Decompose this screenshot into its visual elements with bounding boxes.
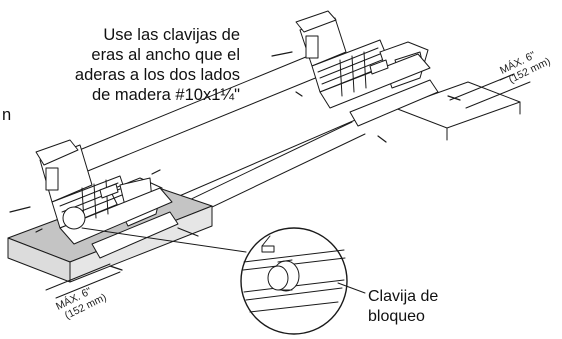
dimension-marker-right bbox=[449, 73, 531, 109]
callout-label: Clavija de bloqueo bbox=[368, 287, 438, 327]
callout-label-line1: Clavija de bbox=[368, 288, 439, 305]
instruction-line: Use las clavijas de bbox=[103, 26, 240, 44]
magnified-detail bbox=[240, 227, 348, 335]
instruction-line: de madera #10x1¼" bbox=[91, 86, 240, 104]
right-wood-board bbox=[394, 81, 521, 141]
instruction-line: n bbox=[2, 106, 12, 124]
callout-label-line2: bloqueo bbox=[368, 308, 425, 325]
callout-leader bbox=[81, 227, 247, 253]
right-bracket bbox=[295, 10, 439, 127]
instruction-line: eras al ancho que el bbox=[91, 46, 240, 64]
left-bracket bbox=[35, 139, 179, 259]
callout-text-leader bbox=[337, 282, 366, 294]
right-screws bbox=[271, 51, 461, 143]
instruction-line: aderas a los dos lados bbox=[74, 66, 240, 84]
left-screws bbox=[9, 169, 199, 271]
dimension-marker-left bbox=[45, 263, 121, 299]
instruction-text: Use las clavijas de eras al ancho que el… bbox=[0, 26, 240, 126]
